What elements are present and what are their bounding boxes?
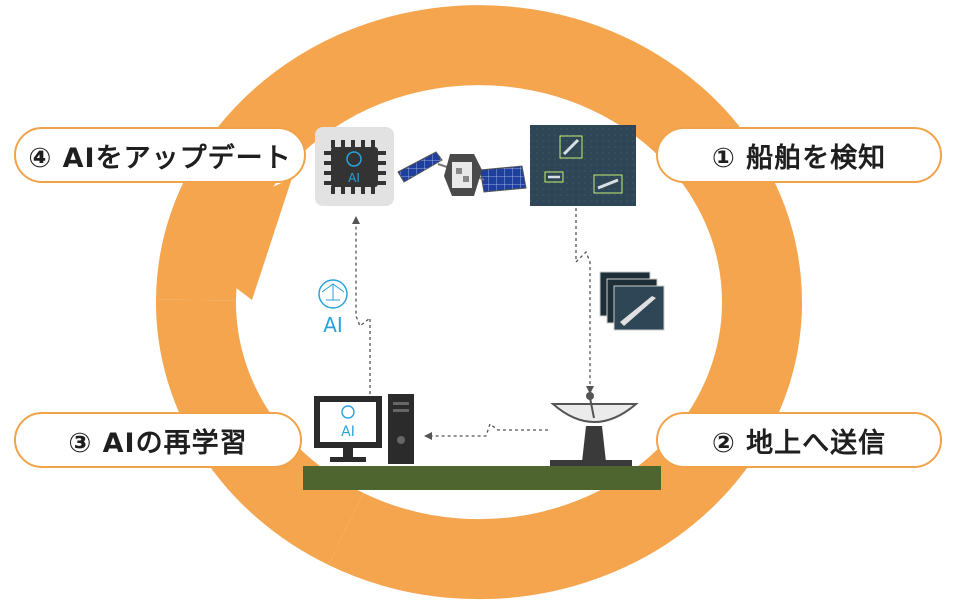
step-detect-label: ① 船舶を検知	[656, 127, 942, 183]
step-send-label: ② 地上へ送信	[656, 412, 942, 468]
uplink-dashed	[352, 216, 371, 394]
satellite-image-tile	[530, 125, 636, 206]
image-stack-icon	[599, 271, 665, 331]
ground-link-dashed	[424, 422, 548, 440]
satellite-icon	[397, 151, 527, 196]
downlink-dashed	[575, 208, 594, 394]
ground-bar	[303, 466, 661, 490]
ai-chip-icon: AI	[315, 127, 394, 206]
computer-icon: AI	[314, 394, 414, 464]
cycle-arrowhead	[168, 178, 292, 300]
floating-ai-label: AI	[323, 313, 343, 337]
step-update-label: ④ AIをアップデート	[14, 127, 306, 183]
chip-ai-label: AI	[348, 171, 360, 185]
step-retrain-label: ③ AIの再学習	[14, 412, 302, 468]
monitor-ai-label: AI	[341, 424, 355, 440]
dish-antenna-icon	[550, 392, 639, 466]
ai-brain-icon: AI	[318, 279, 348, 337]
